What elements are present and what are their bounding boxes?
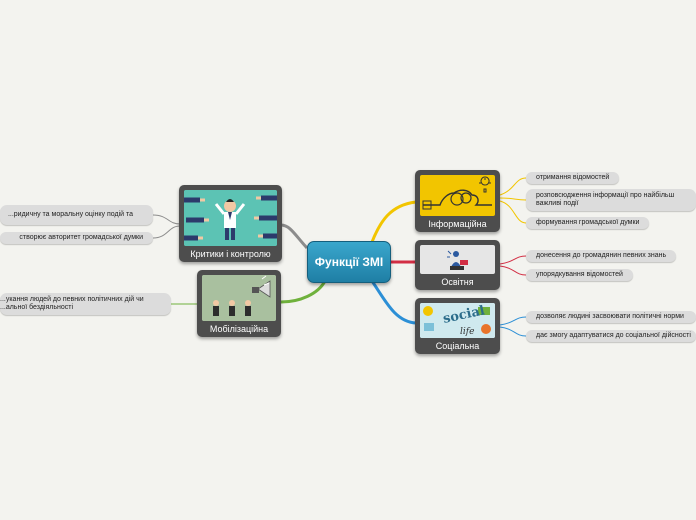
- topic-edu-label: Освітня: [441, 277, 474, 287]
- subtopic-mobil-1[interactable]: ...укання людей до певних політичних дій…: [0, 293, 171, 315]
- topic-social[interactable]: social life Соціальна: [415, 298, 500, 354]
- topic-edu[interactable]: Освітня: [415, 240, 500, 290]
- central-topic[interactable]: Функції ЗМІ: [307, 241, 391, 283]
- topic-social-label: Соціальна: [435, 341, 480, 351]
- subtopic-critic-2[interactable]: створює авторитет громадської думки: [0, 232, 153, 244]
- subtopic-edu-2[interactable]: упорядкування відомостей: [526, 269, 633, 281]
- topic-critic-label: Критики і контролю: [190, 249, 271, 259]
- brain-lightbulb-icon: [420, 175, 495, 216]
- subtopic-social-1[interactable]: дозволяє людині засвоювати політичні нор…: [526, 311, 696, 323]
- topic-info[interactable]: Інформаційна: [415, 170, 500, 232]
- topic-mobil[interactable]: Мобілізаційна: [197, 270, 281, 337]
- subtopic-info-2[interactable]: розповсюдження інформації про найбільш в…: [526, 189, 696, 211]
- social-life-icon: social life: [420, 303, 495, 338]
- subtopic-info-1[interactable]: отримання відомостей: [526, 172, 620, 184]
- svg-text:life: life: [460, 327, 474, 337]
- subtopic-social-2[interactable]: дає змогу адаптуватися до соціальної дій…: [526, 330, 696, 342]
- subtopic-critic-1[interactable]: ...ридичну та моральну оцінку подій та: [0, 205, 153, 225]
- topic-critic[interactable]: Критики і контролю: [179, 185, 282, 262]
- book-reader-icon: [420, 245, 495, 274]
- topic-info-label: Інформаційна: [428, 219, 487, 229]
- pointing-fingers-icon: [184, 190, 277, 246]
- businessmen-megaphone-icon: [202, 275, 276, 321]
- subtopic-edu-1[interactable]: донесення до громадянин певних знань: [526, 250, 677, 262]
- topic-mobil-label: Мобілізаційна: [209, 324, 269, 334]
- subtopic-info-3[interactable]: формування громадської думки: [526, 217, 650, 229]
